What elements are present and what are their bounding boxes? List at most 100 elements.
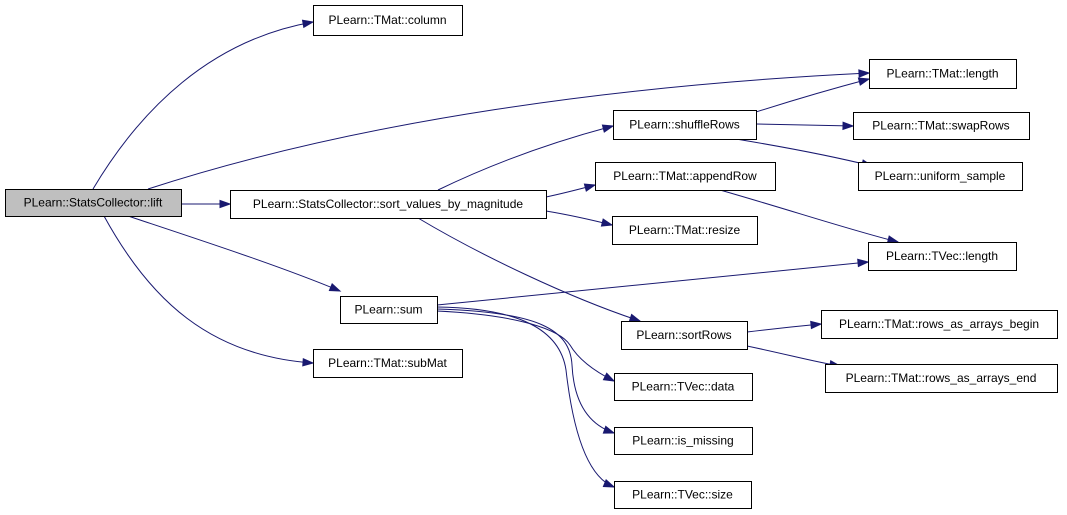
- node-label: PLearn::TVec::length: [886, 249, 998, 263]
- node-label: PLearn::StatsCollector::sort_values_by_m…: [253, 197, 523, 211]
- edge-shufflerows-to-tmatlength: [755, 77, 871, 113]
- edge-sortvals-to-sortrows: [417, 217, 642, 322]
- edge-line: [755, 123, 854, 127]
- edge-line: [755, 78, 870, 113]
- node-box[interactable]: [313, 5, 463, 36]
- node-box[interactable]: [313, 349, 463, 378]
- node-box[interactable]: [5, 189, 182, 217]
- edge-sum-to-tvecsize: [436, 306, 616, 488]
- arrowhead: [301, 19, 315, 29]
- node-resize[interactable]: PLearn::TMat::resize: [612, 216, 758, 245]
- arrowhead: [602, 372, 616, 382]
- edge-shufflerows-to-swaprows: [755, 121, 855, 131]
- node-box[interactable]: [868, 242, 1017, 271]
- edge-lift-to-submat: [103, 215, 315, 367]
- arrowhead: [628, 313, 642, 322]
- edge-line: [437, 125, 614, 191]
- arrowhead: [857, 258, 870, 268]
- node-label: PLearn::TMat::swapRows: [872, 119, 1009, 133]
- edge-line: [735, 138, 873, 167]
- edge-lift-to-tmatlength: [147, 69, 871, 190]
- node-tvecsize[interactable]: PLearn::TVec::size: [614, 481, 752, 509]
- node-label: PLearn::TMat::appendRow: [613, 169, 757, 183]
- node-box[interactable]: [340, 296, 438, 324]
- edge-line: [436, 310, 615, 382]
- edge-sortvals-to-appendrow: [545, 183, 597, 198]
- edge-line: [417, 217, 641, 322]
- node-tvecdata[interactable]: PLearn::TVec::data: [614, 373, 753, 401]
- edge-line: [147, 72, 870, 190]
- node-sum[interactable]: PLearn::sum: [340, 296, 438, 324]
- edge-line: [127, 215, 341, 292]
- node-box[interactable]: [821, 310, 1058, 339]
- node-label: PLearn::TMat::rows_as_arrays_end: [846, 371, 1037, 385]
- nodes-layer: PLearn::StatsCollector::liftPLearn::TMat…: [5, 5, 1058, 509]
- node-box[interactable]: [230, 190, 547, 219]
- edge-lift-to-sortvals: [181, 199, 232, 209]
- node-ismissing[interactable]: PLearn::is_missing: [614, 427, 753, 455]
- node-uniform[interactable]: PLearn::uniform_sample: [858, 162, 1023, 191]
- node-box[interactable]: [621, 321, 748, 350]
- node-box[interactable]: [869, 59, 1017, 89]
- edge-line: [436, 306, 615, 488]
- node-appendrow[interactable]: PLearn::TMat::appendRow: [595, 162, 776, 191]
- arrowhead: [857, 77, 871, 86]
- node-label: PLearn::sortRows: [636, 328, 731, 342]
- node-label: PLearn::uniform_sample: [875, 169, 1006, 183]
- node-label: PLearn::TMat::length: [886, 67, 998, 81]
- node-box[interactable]: [825, 364, 1058, 393]
- edge-sortvals-to-resize: [545, 210, 614, 227]
- node-label: PLearn::shuffleRows: [629, 118, 740, 132]
- edge-line: [719, 189, 899, 243]
- edge-line: [436, 261, 869, 306]
- node-submat[interactable]: PLearn::TMat::subMat: [313, 349, 463, 378]
- edge-lift-to-column: [92, 19, 315, 190]
- node-swaprows[interactable]: PLearn::TMat::swapRows: [853, 112, 1030, 140]
- node-label: PLearn::TMat::subMat: [328, 356, 447, 370]
- node-rabegin[interactable]: PLearn::TMat::rows_as_arrays_begin: [821, 310, 1058, 339]
- arrowhead: [583, 183, 597, 192]
- node-label: PLearn::TMat::column: [328, 13, 446, 27]
- node-label: PLearn::TMat::resize: [629, 223, 741, 237]
- arrowhead: [602, 425, 616, 434]
- arrowhead: [219, 199, 232, 209]
- node-tveclength[interactable]: PLearn::TVec::length: [868, 242, 1017, 271]
- edge-sortrows-to-rabegin: [746, 320, 823, 333]
- node-tmatlength[interactable]: PLearn::TMat::length: [869, 59, 1017, 89]
- edge-sum-to-tveclength: [436, 258, 870, 306]
- node-lift[interactable]: PLearn::StatsCollector::lift: [5, 189, 182, 217]
- node-label: PLearn::TMat::rows_as_arrays_begin: [839, 317, 1039, 331]
- edge-line: [92, 21, 314, 190]
- node-label: PLearn::StatsCollector::lift: [24, 196, 163, 210]
- arrowhead: [601, 124, 615, 133]
- arrowhead: [600, 218, 614, 227]
- arrowhead: [302, 357, 315, 367]
- node-sortrows[interactable]: PLearn::sortRows: [621, 321, 748, 350]
- node-label: PLearn::TVec::data: [632, 380, 735, 394]
- node-box[interactable]: [614, 481, 752, 509]
- edge-sum-to-tvecdata: [436, 310, 616, 382]
- node-column[interactable]: PLearn::TMat::column: [313, 5, 463, 36]
- edge-sortvals-to-shufflerows: [437, 124, 615, 191]
- arrowhead: [328, 282, 342, 292]
- edge-sum-to-ismissing: [436, 308, 616, 434]
- node-box[interactable]: [858, 162, 1023, 191]
- node-box[interactable]: [614, 427, 753, 455]
- arrowhead: [858, 69, 871, 78]
- node-box[interactable]: [614, 373, 753, 401]
- node-box[interactable]: [853, 112, 1030, 140]
- node-box[interactable]: [595, 162, 776, 191]
- edges-layer: [92, 19, 900, 488]
- node-shufflerows[interactable]: PLearn::shuffleRows: [613, 110, 757, 140]
- edge-lift-to-sum: [127, 215, 342, 292]
- arrowhead: [602, 479, 616, 488]
- node-label: PLearn::TVec::size: [632, 488, 733, 502]
- edge-line: [103, 215, 314, 364]
- node-label: PLearn::sum: [354, 303, 422, 317]
- node-sortvals[interactable]: PLearn::StatsCollector::sort_values_by_m…: [230, 190, 547, 219]
- node-box[interactable]: [612, 216, 758, 245]
- arrowhead: [810, 320, 823, 330]
- node-box[interactable]: [613, 110, 757, 140]
- node-raend[interactable]: PLearn::TMat::rows_as_arrays_end: [825, 364, 1058, 393]
